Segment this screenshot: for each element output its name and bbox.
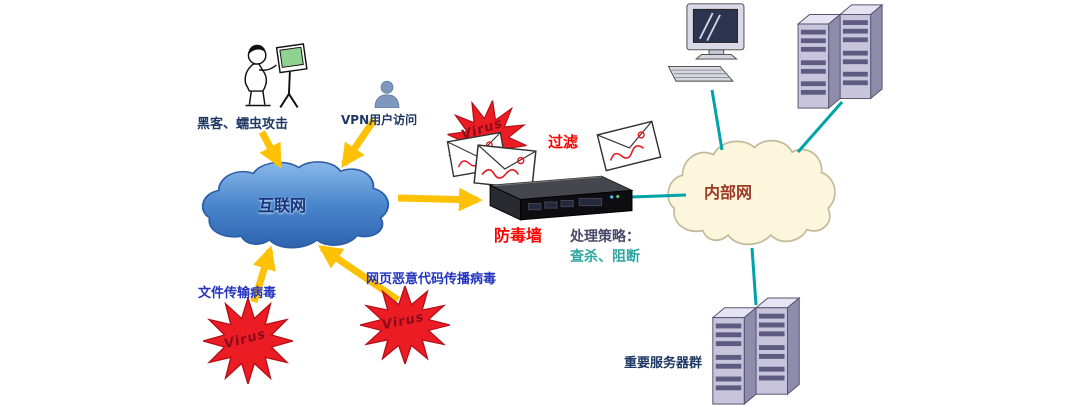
arrow-filevirus-to-internet (250, 245, 276, 304)
server-group-label: 重要服务器群 (624, 356, 703, 371)
hacker-body (244, 63, 268, 92)
infected-envelope-2 (473, 144, 537, 190)
hacker-arm (258, 64, 277, 71)
arrow-vpn-to-internet (341, 118, 377, 168)
arrow-internet-to-firewall (397, 187, 483, 212)
firewall-appliance (488, 175, 634, 221)
file-virus-label: 文件传输病毒 (198, 286, 277, 301)
filter-label: 过滤 (548, 133, 579, 151)
intranet-cloud (667, 139, 836, 246)
hacker-figure (244, 43, 308, 108)
arrow-webvirus-to-internet (318, 245, 400, 303)
firewall-label: 防毒墙 (494, 226, 543, 245)
hacker-monitor (275, 43, 308, 74)
hacker-label: 黑客、蠕虫攻击 (197, 117, 289, 132)
internet-cloud (201, 161, 390, 249)
desktop-computer (667, 3, 745, 82)
firewall-led (616, 194, 620, 199)
line-firewall-to-intranet (629, 193, 687, 199)
policy-title: 处理策略： (570, 229, 640, 245)
intranet-cloud-shape (667, 139, 836, 246)
vpn-user-label: VPN用户访问 (341, 113, 418, 127)
server-towers-top (797, 4, 883, 109)
intranet-label: 内部网 (704, 183, 753, 202)
firewall-led (610, 195, 614, 199)
line-intranet-to-top-servers (796, 101, 844, 153)
computer-monitor (686, 3, 745, 60)
vpn-user-icon (374, 80, 400, 108)
hacker-hair (248, 44, 266, 55)
policy-actions: 查杀、阻断 (570, 249, 640, 265)
server-towers-bottom (712, 297, 800, 405)
line-intranet-to-computer (710, 89, 724, 151)
internet-cloud-shape (201, 161, 390, 249)
web-virus-label: 网页恶意代码传播病毒 (366, 272, 497, 287)
monitor-stand (279, 70, 299, 108)
internet-label: 互联网 (258, 196, 307, 215)
filtered-envelope (596, 120, 662, 172)
hacker-chair (245, 90, 271, 107)
firewall-ports (528, 198, 603, 211)
line-intranet-to-bottom-servers (750, 247, 758, 306)
arrow-hacker-to-internet (258, 130, 283, 169)
computer-keyboard (667, 65, 734, 82)
